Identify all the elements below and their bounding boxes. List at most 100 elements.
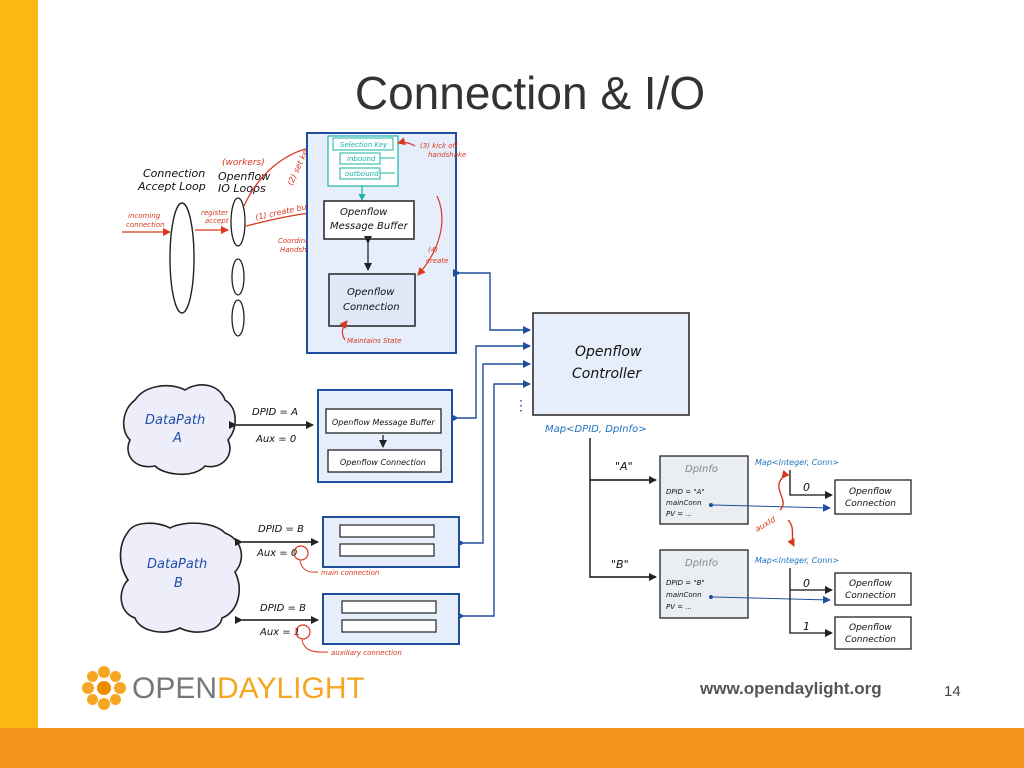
map-integer-b-tree	[789, 568, 833, 637]
brand-daylight: DAYLIGHT	[217, 672, 365, 705]
dpinfo-b-mainconn: mainConn	[666, 591, 702, 599]
incoming-connection-label-1: incoming	[128, 212, 161, 220]
auxiliary-connection-label: auxiliary connection	[331, 649, 402, 657]
auxid-arrow-down	[787, 519, 795, 547]
register-accept-label-2: accept	[205, 217, 229, 225]
a-conn0-box	[834, 479, 912, 515]
accept-loop-ellipse	[169, 202, 195, 314]
worker-loop-2	[231, 258, 245, 296]
map-integer-a-tree	[789, 470, 833, 499]
left-accent-bar	[0, 0, 38, 768]
dpid-b2-label: DPID = B	[260, 603, 306, 614]
main-aux-circle	[293, 545, 309, 561]
io-loops-label-1: Openflow	[218, 170, 270, 183]
map-integer-b-label: Map<Integer, Conn>	[755, 556, 839, 565]
datapath-b-main-buffer	[339, 524, 435, 538]
a-key-0: 0	[803, 481, 810, 494]
datapath-b-group: DataPath B DPID = B Aux = 0 main connect…	[119, 516, 460, 657]
dpinfo-b-title: DpInfo	[685, 558, 718, 569]
b-conn1-box	[834, 616, 912, 650]
b-key-0: 0	[803, 577, 810, 590]
aux-connection-pointer	[301, 639, 329, 653]
workers-label: (workers)	[222, 158, 265, 168]
datapath-b-label-2: B	[174, 576, 183, 591]
dpb-main-controller-link	[457, 360, 531, 547]
worker-panel: Selection Key inbound outbound (3) kick …	[306, 132, 466, 354]
datapath-a-group: DataPath A DPID = A Aux = 0 Openflow Mes…	[122, 384, 453, 483]
connection-label-1: Openflow	[347, 287, 395, 298]
datapath-a-buffer-box	[325, 408, 442, 434]
dpinfo-b-mainconn-dot	[709, 595, 713, 599]
connection-box	[328, 273, 416, 327]
a-conn0-label-2: Connection	[845, 499, 896, 509]
accept-loop-group: Connection Accept Loop incoming connecti…	[122, 142, 322, 337]
map-tree-b	[589, 438, 657, 581]
datapath-b-aux-conn	[341, 619, 437, 633]
datapath-b-aux-buffer	[341, 600, 437, 614]
a-conn0-label-1: Openflow	[849, 487, 892, 497]
footer-url: www.opendaylight.org	[700, 679, 882, 698]
datapath-a-conn-label: Openflow Connection	[340, 458, 426, 467]
dpinfo-a-dpid: DPID = "A"	[666, 488, 705, 496]
dpinfo-a-mainconn-dot	[709, 503, 713, 507]
more-connections-dots: ⋮	[514, 397, 528, 413]
map-dpid-label: Map<DPID, DpInfo>	[545, 424, 647, 435]
dpinfo-a-title: DpInfo	[685, 464, 718, 475]
kick-off-arrow	[397, 137, 416, 147]
dpinfo-a-box	[659, 455, 749, 525]
main-connection-pointer	[299, 560, 319, 573]
b-conn1-label-2: Connection	[845, 635, 896, 645]
brand-open: OPEN	[132, 672, 218, 705]
incoming-connection-label-2: connection	[126, 221, 165, 229]
dpinfo-map-group: "A" "B" DpInfo DPID = "A" mainConn PV = …	[589, 438, 912, 650]
dpid-a-label: DPID = A	[252, 407, 298, 418]
create-label-2: create	[426, 257, 448, 265]
connection-label-2: Connection	[343, 302, 400, 313]
inbound-label: inbound	[347, 155, 376, 163]
aux-a-label: Aux = 0	[255, 434, 296, 445]
datapath-a-conn-box	[327, 449, 442, 473]
dpinfo-b-pv: PV = ...	[666, 603, 692, 611]
worker-loop-3	[231, 299, 245, 337]
worker-loop-1	[230, 197, 246, 247]
b-conn0-box	[834, 572, 912, 606]
maintains-state-label: Maintains State	[347, 337, 402, 345]
kick-off-label-1: (3) kick off	[420, 142, 459, 150]
kick-off-label-2: handshake	[428, 151, 466, 159]
aux-circle	[295, 624, 311, 640]
auxid-label: auxId	[754, 514, 778, 533]
worker-controller-link	[453, 269, 531, 334]
create-arrow	[417, 195, 443, 276]
dpid-b1-label: DPID = B	[258, 524, 304, 535]
controller-links	[451, 269, 531, 620]
controller-group: Openflow Controller Map<DPID, DpInfo> ⋮	[514, 312, 690, 435]
io-loops-label-2: IO Loops	[218, 182, 266, 195]
dpb-aux-controller-link	[457, 380, 531, 620]
datapath-b-label-1: DataPath	[147, 557, 207, 572]
datapath-a-label-2: A	[172, 431, 182, 446]
main-connection-label: main connection	[321, 569, 379, 577]
message-buffer-box	[323, 200, 415, 240]
controller-label-2: Controller	[572, 366, 642, 382]
controller-label-1: Openflow	[575, 344, 642, 360]
datapath-b-main-conn	[339, 543, 435, 557]
datapath-a-label-1: DataPath	[145, 413, 205, 428]
selection-key-label: Selection Key	[340, 141, 388, 149]
controller-box	[532, 312, 690, 416]
bottom-accent-bar	[0, 728, 1024, 768]
dpinfo-b-box	[659, 549, 749, 619]
create-label-1: (4)	[428, 246, 438, 254]
map-integer-a-label: Map<Integer, Conn>	[755, 458, 839, 467]
dpinfo-b-mainconn-pointer	[712, 595, 831, 604]
dpinfo-b-dpid: DPID = "B"	[666, 579, 705, 587]
dpinfo-a-mainconn: mainConn	[666, 499, 702, 507]
page-number: 14	[944, 683, 961, 700]
maintains-state-arrow	[339, 320, 348, 341]
b-conn0-label-2: Connection	[845, 591, 896, 601]
accept-loop-label-1: Connection	[143, 167, 205, 180]
selection-key-box	[332, 137, 394, 151]
key-b-label: "B"	[611, 558, 629, 571]
auxid-arrow-up	[778, 470, 790, 511]
dpinfo-a-pv: PV = ...	[666, 510, 692, 518]
